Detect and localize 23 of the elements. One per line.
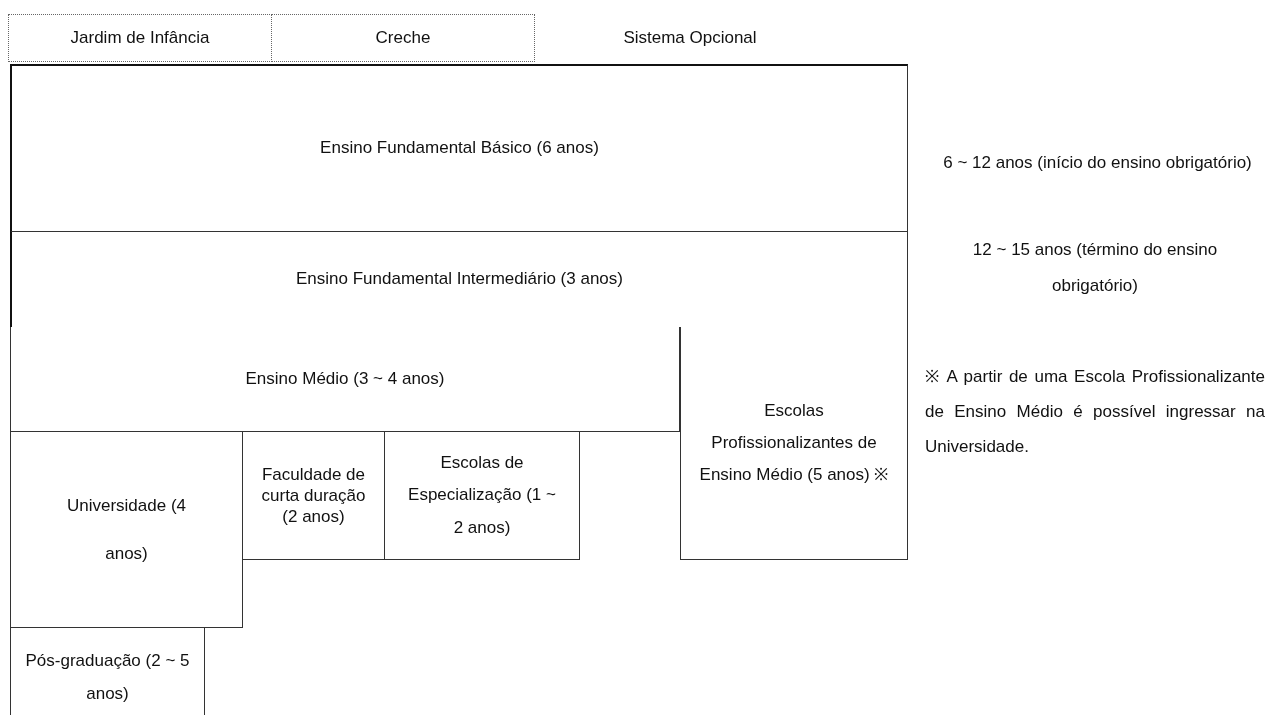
age-range-note: 6 ~ 12 anos (início do ensino obrigatório) bbox=[942, 152, 1253, 174]
stage-label: Escolas de Especialização (1 ~ 2 anos) bbox=[407, 452, 557, 539]
school-stage-box bbox=[10, 627, 205, 715]
stage-label: Ensino Médio (3 ~ 4 anos) bbox=[244, 367, 446, 390]
stage-label: Ensino Fundamental Básico (6 anos) bbox=[319, 137, 600, 160]
stage-label: Universidade (4 anos) bbox=[65, 494, 188, 565]
school-stage-box bbox=[10, 431, 243, 628]
school-stage-box bbox=[10, 231, 908, 328]
school-stage-box bbox=[10, 327, 680, 432]
stage-label: Faculdade de curta duração (2 anos) bbox=[260, 463, 367, 528]
dotted-box bbox=[272, 14, 535, 62]
dotted-box bbox=[8, 14, 272, 62]
stage-label: Escolas Profissionalizantes de Ensino Médio (5 anos) ※ bbox=[698, 399, 890, 487]
age-range-note: 12 ~ 15 anos (término do ensino obrigatório) bbox=[971, 239, 1219, 297]
footnote: ※ A partir de uma Escola Profissionalizante de Ensino Médio é possível ingressar na Universidade. bbox=[925, 366, 1265, 458]
stage-label: Ensino Fundamental Intermediário (3 anos) bbox=[295, 268, 624, 291]
stage-label: Jardim de Infância bbox=[69, 26, 211, 49]
school-stage-box bbox=[680, 327, 908, 560]
stage-label: Pós-graduação (2 ~ 5 anos) bbox=[24, 650, 191, 705]
school-stage-box bbox=[10, 64, 908, 232]
stage-label: Creche bbox=[374, 26, 432, 49]
school-stage-box bbox=[384, 431, 580, 560]
stage-label: Sistema Opcional bbox=[622, 26, 758, 49]
